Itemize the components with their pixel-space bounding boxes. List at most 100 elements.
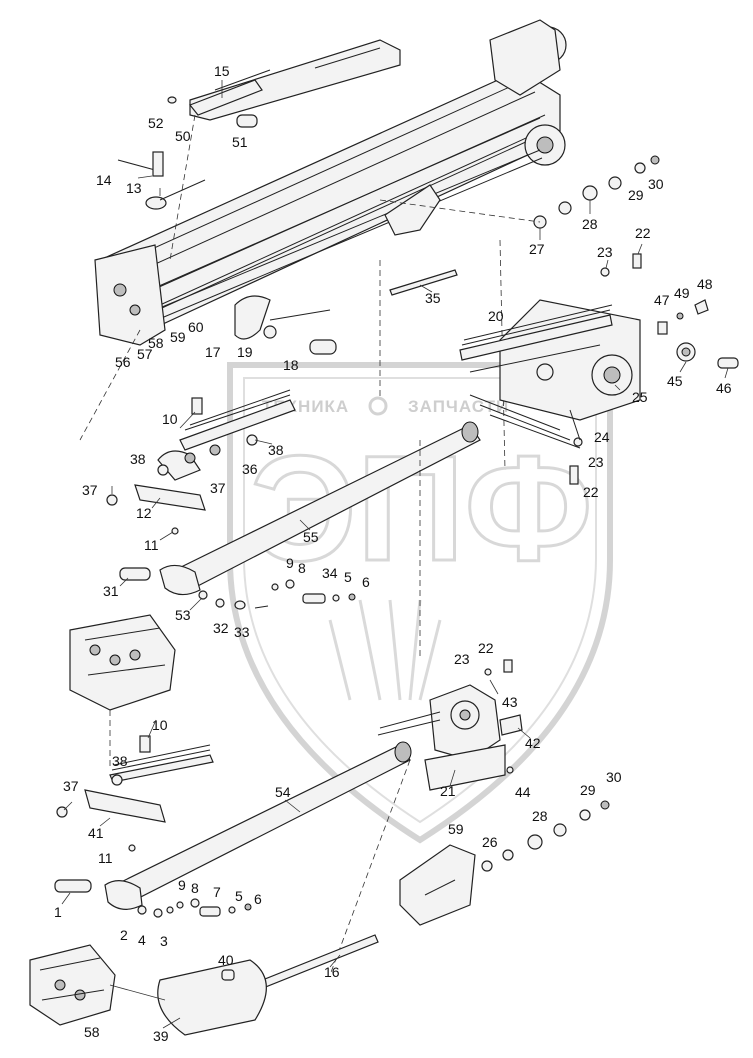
washer-8 [285,579,295,589]
bolt-22-top [632,253,642,269]
pin-10 [191,397,203,415]
guard-17 [234,295,271,340]
middle-auger-assembly [106,389,481,660]
pin-1 [54,879,92,893]
callout-23c: 23 [454,651,470,667]
callout-2: 2 [120,927,128,943]
callout-56: 56 [115,354,131,370]
bracket-41 [84,789,166,823]
head-bracket [489,19,561,96]
nut-38-lower [111,774,123,786]
callout-19: 19 [237,344,253,360]
callout-58: 58 [148,335,164,351]
callout-41: 41 [88,825,104,841]
watermark-shield [227,362,613,844]
upper-belt-loop [189,39,401,121]
watermark-wheat-icon [328,599,442,701]
leader-lines [61,80,729,1029]
callout-22b: 22 [583,484,599,500]
bolt-37 [106,494,118,506]
block-47 [657,321,668,335]
callout-27: 27 [529,241,545,257]
bottom-parts [29,934,379,1036]
bolt-6-lower [244,903,252,911]
callout-labels: 15 52 50 51 14 13 30 29 28 27 23 22 35 4… [54,63,732,1044]
callout-8b: 8 [191,880,199,896]
watermark-right-text: ЗАПЧАСТИ [408,397,509,416]
callout-23: 23 [597,244,613,260]
pin-10-lower [139,735,151,753]
cover-59-lower [399,844,476,926]
callout-13: 13 [126,180,142,196]
callout-30b: 30 [606,769,622,785]
callout-15: 15 [214,63,230,79]
lower-auger-assembly [54,735,412,918]
bolt-30-lower [600,800,610,810]
callout-7: 7 [213,884,221,900]
bracket-12 [134,484,206,511]
upper-boom-body [99,69,561,331]
callout-49: 49 [674,285,690,301]
washer-2 [137,905,147,915]
nut-49 [676,312,684,320]
callout-37: 37 [82,482,98,498]
ring-9 [271,583,279,591]
callout-17: 17 [205,344,221,360]
drive-housing-assembly [459,253,739,485]
callout-59b: 59 [448,821,464,837]
callout-28b: 28 [532,808,548,824]
callout-35: 35 [425,290,441,306]
washer-23-bottom [573,437,583,447]
callout-38-right: 38 [268,442,284,458]
callout-28: 28 [582,216,598,232]
housing-mount-21 [424,744,506,791]
washer-4 [153,908,163,918]
nut-38 [157,464,169,476]
bolt-22-lower [503,659,513,673]
auger-end-fitting [159,564,201,596]
clip-52 [167,96,177,104]
clip-42 [499,714,523,736]
washer-23-lower [484,668,492,676]
callout-45: 45 [667,373,683,389]
callout-3: 3 [160,933,168,949]
callout-34: 34 [322,565,338,581]
callout-33: 33 [234,624,250,640]
nut-44 [506,766,514,774]
end-housing-left [69,614,176,711]
callout-29b: 29 [580,782,596,798]
bushing-34 [302,593,326,604]
callout-5b: 5 [235,888,243,904]
callout-26: 26 [482,834,498,850]
callout-60: 60 [188,319,204,335]
flat-bar-bundle [179,399,296,451]
pin-18 [309,339,337,355]
callout-38b: 38 [112,753,128,769]
bolt-40 [221,969,235,981]
callout-58b: 58 [84,1024,100,1040]
callout-11: 11 [144,537,159,553]
callout-6: 6 [362,574,370,590]
callout-8: 8 [298,560,306,576]
washer-28 [582,185,598,201]
nut-38-right [246,434,258,446]
callout-1: 1 [54,904,62,920]
callout-42: 42 [525,735,541,751]
callout-23b: 23 [588,454,604,470]
callout-29: 29 [628,187,644,203]
link-50 [189,79,263,116]
callout-30: 30 [648,176,664,192]
callout-37-right: 37 [210,480,226,496]
callout-22c: 22 [478,640,494,656]
callout-18: 18 [283,357,299,373]
washer-53 [198,590,208,600]
bushing-7 [199,906,221,917]
callout-20: 20 [488,308,504,324]
washer-32 [234,600,246,610]
callout-25: 25 [632,389,648,405]
callout-38: 38 [130,451,146,467]
callout-52: 52 [148,115,164,131]
callout-53: 53 [175,607,191,623]
callout-11b: 11 [98,850,113,866]
